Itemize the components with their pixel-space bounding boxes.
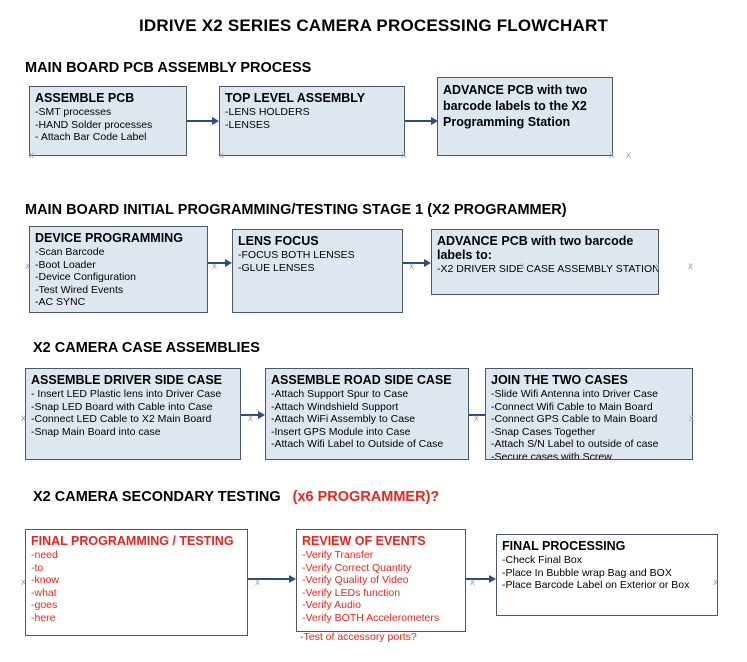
box-item: -Test Wired Events <box>35 283 124 296</box>
box-item: - Insert LED Plastic lens into Driver Ca… <box>31 388 222 400</box>
box-review-of-events: REVIEW OF EVENTS -Verify Transfer -Verif… <box>296 529 466 632</box>
tick-mark: x <box>520 261 525 272</box>
box-item: -Verify BOTH Accelerometers <box>302 611 440 624</box>
box-item: -Boot Loader <box>35 258 96 271</box>
tick-mark: x <box>655 261 660 272</box>
box-item: -Connect LED Cable to X2 Main Board <box>31 413 212 426</box>
box-item: -FOCUS BOTH LENSES <box>238 249 355 261</box>
box-item: -Insert GPS Module into Case <box>271 425 411 438</box>
box-advance-pcb-2: ADVANCE PCB with two barcode labels to: … <box>431 229 659 295</box>
box-title: FINAL PROCESSING <box>502 539 626 553</box>
box-assemble-driver-side-case: ASSEMBLE DRIVER SIDE CASE - Insert LED P… <box>25 368 241 460</box>
box-item: -Snap Main Board into case <box>31 425 161 438</box>
box-join-the-two-cases: JOIN THE TWO CASES -Slide Wifi Antenna i… <box>485 368 693 460</box>
box-item: -here <box>31 611 56 624</box>
tick-mark: x <box>713 577 718 588</box>
box-assemble-road-side-case: ASSEMBLE ROAD SIDE CASE -Attach Support … <box>265 368 469 460</box>
box-item: -Connect Wifi Cable to Main Board <box>491 400 653 413</box>
box-title: ASSEMBLE DRIVER SIDE CASE <box>31 373 223 387</box>
box-item: -Device Configuration <box>35 271 136 284</box>
box-item: -HAND Solder processes <box>35 118 153 131</box>
tick-mark: x <box>689 413 694 424</box>
box-lens-focus: LENS FOCUS -FOCUS BOTH LENSES -GLUE LENS… <box>232 229 403 313</box>
box-final-processing: FINAL PROCESSING -Check Final Box -Place… <box>496 534 718 616</box>
box-item: -GLUE LENSES <box>238 261 315 274</box>
box-title: ASSEMBLE PCB <box>35 91 135 105</box>
tick-mark: x <box>21 413 26 424</box>
box-item: -SMT processes <box>35 106 112 118</box>
box-item: -Attach Wifi Label to Outside of Case <box>271 438 444 451</box>
box-title: FINAL PROGRAMMING / TESTING <box>31 534 234 548</box>
box-item: -X2 DRIVER SIDE CASE ASSEMBLY STATION <box>437 263 659 275</box>
tick-mark: x <box>626 150 631 161</box>
box-item: -Attach Windshield Support <box>271 400 399 413</box>
box-item: -Secure cases with Screw <box>491 450 612 460</box>
box-title: ASSEMBLE ROAD SIDE CASE <box>271 373 452 387</box>
box-item: -Slide Wifi Antenna into Driver Case <box>491 388 658 400</box>
section-heading-1: MAIN BOARD PCB ASSEMBLY PROCESS <box>25 60 312 76</box>
tick-mark: x <box>21 577 26 588</box>
box-item: -Snap Cases Together <box>491 425 596 438</box>
box-item-overflow: -Test of accessory ports? <box>300 631 417 643</box>
box-title: ADVANCE PCB with two barcode labels to t… <box>443 83 588 129</box>
box-item: -Verify Transfer <box>302 549 374 561</box>
box-title: LENS FOCUS <box>238 234 319 248</box>
tick-mark: x <box>248 413 253 424</box>
box-top-level-assembly: TOP LEVEL ASSEMBLY -LENS HOLDERS -LENSES <box>219 86 405 156</box>
box-item: -Verify LEDs function <box>302 586 401 599</box>
box-title: ADVANCE PCB with two barcode labels to: <box>437 234 634 262</box>
box-item: -what <box>31 586 57 599</box>
section-heading-3: X2 CAMERA CASE ASSEMBLIES <box>33 340 260 356</box>
box-final-programming-testing: FINAL PROGRAMMING / TESTING -need -to -k… <box>25 529 248 636</box>
box-item: -Attach Support Spur to Case <box>271 388 409 400</box>
section-heading-4: X2 CAMERA SECONDARY TESTING (x6 PROGRAMM… <box>33 489 439 505</box>
tick-mark: x <box>219 150 224 161</box>
box-item: -goes <box>31 599 58 612</box>
tick-mark: x <box>470 577 475 588</box>
section-heading-4-main: X2 CAMERA SECONDARY TESTING <box>33 489 281 505</box>
page-title: IDRIVE X2 SERIES CAMERA PROCESSING FLOWC… <box>138 16 609 35</box>
tick-mark: x <box>401 150 406 161</box>
box-assemble-pcb: ASSEMBLE PCB -SMT processes -HAND Solder… <box>29 86 187 156</box>
box-item: -to <box>31 561 44 574</box>
tick-mark: x <box>409 261 414 272</box>
box-item: -LENSES <box>225 118 270 131</box>
box-item: -Verify Quality of Video <box>302 574 409 587</box>
tick-mark: x <box>474 413 479 424</box>
box-item: -Verify Audio <box>302 599 361 612</box>
section-heading-4-note: (x6 PROGRAMMER)? <box>292 489 440 505</box>
section-heading-2: MAIN BOARD INITIAL PROGRAMMING/TESTING S… <box>25 202 567 218</box>
box-title: DEVICE PROGRAMMING <box>35 231 183 245</box>
box-item: -Attach S/N Label to outside of case <box>491 438 659 451</box>
box-advance-pcb-1: ADVANCE PCB with two barcode labels to t… <box>437 77 613 156</box>
box-item: -Verify Correct Quantity <box>302 561 412 574</box>
box-title: REVIEW OF EVENTS <box>302 534 426 548</box>
tick-mark: x <box>29 150 34 161</box>
tick-mark: x <box>688 261 693 272</box>
box-title: TOP LEVEL ASSEMBLY <box>225 91 366 105</box>
box-item: -Attach WiFi Assembly to Case <box>271 413 416 426</box>
box-title: JOIN THE TWO CASES <box>491 373 628 387</box>
tick-mark: x <box>255 577 260 588</box>
box-item: -Check Final Box <box>502 554 582 566</box>
tick-mark: x <box>25 261 30 272</box>
box-item: -LENS HOLDERS <box>225 106 310 118</box>
box-item: - Attach Bar Code Label <box>35 131 147 144</box>
box-item: -Connect GPS Cable to Main Board <box>491 413 658 426</box>
box-item: -need <box>31 549 58 561</box>
box-item: -know <box>31 574 60 587</box>
box-item: -Place In Bubble wrap Bag and BOX <box>502 566 672 579</box>
box-item: -Snap LED Board with Cable into Case <box>31 400 213 413</box>
box-item: -AC SYNC <box>35 296 86 309</box>
box-device-programming: DEVICE PROGRAMMING -Scan Barcode -Boot L… <box>29 226 208 313</box>
box-item: -Scan Barcode <box>35 246 105 258</box>
box-item: -Place Barcode Label on Exterior or Box <box>502 579 690 592</box>
tick-mark: x <box>609 150 614 161</box>
tick-mark: x <box>212 261 217 272</box>
